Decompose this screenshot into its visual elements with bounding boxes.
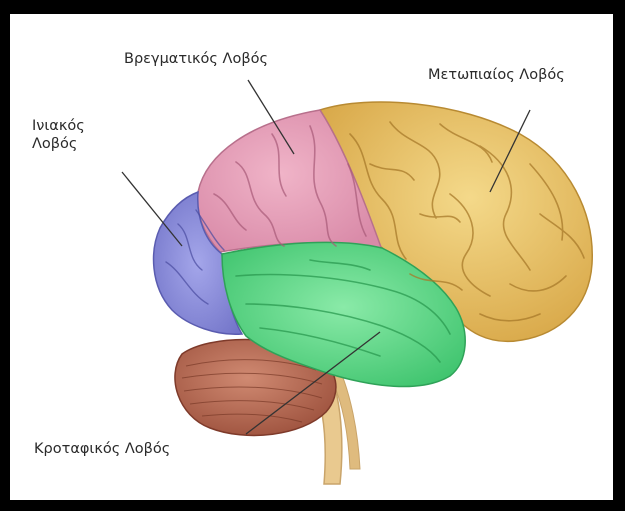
- label-occipital-line2: Λοβός: [32, 135, 122, 153]
- label-parietal-lobe: Βρεγματικός Λοβός: [124, 50, 268, 68]
- brain-illustration: [10, 14, 613, 500]
- label-occipital-lobe: Ινιακός Λοβός: [32, 117, 122, 153]
- label-occipital-line1: Ινιακός: [32, 117, 122, 135]
- label-temporal-lobe: Κροταφικός Λοβός: [34, 440, 170, 458]
- diagram-frame: Βρεγματικός Λοβός Μετωπιαίος Λοβός Ινιακ…: [10, 14, 613, 500]
- label-frontal-lobe: Μετωπιαίος Λοβός: [428, 66, 565, 84]
